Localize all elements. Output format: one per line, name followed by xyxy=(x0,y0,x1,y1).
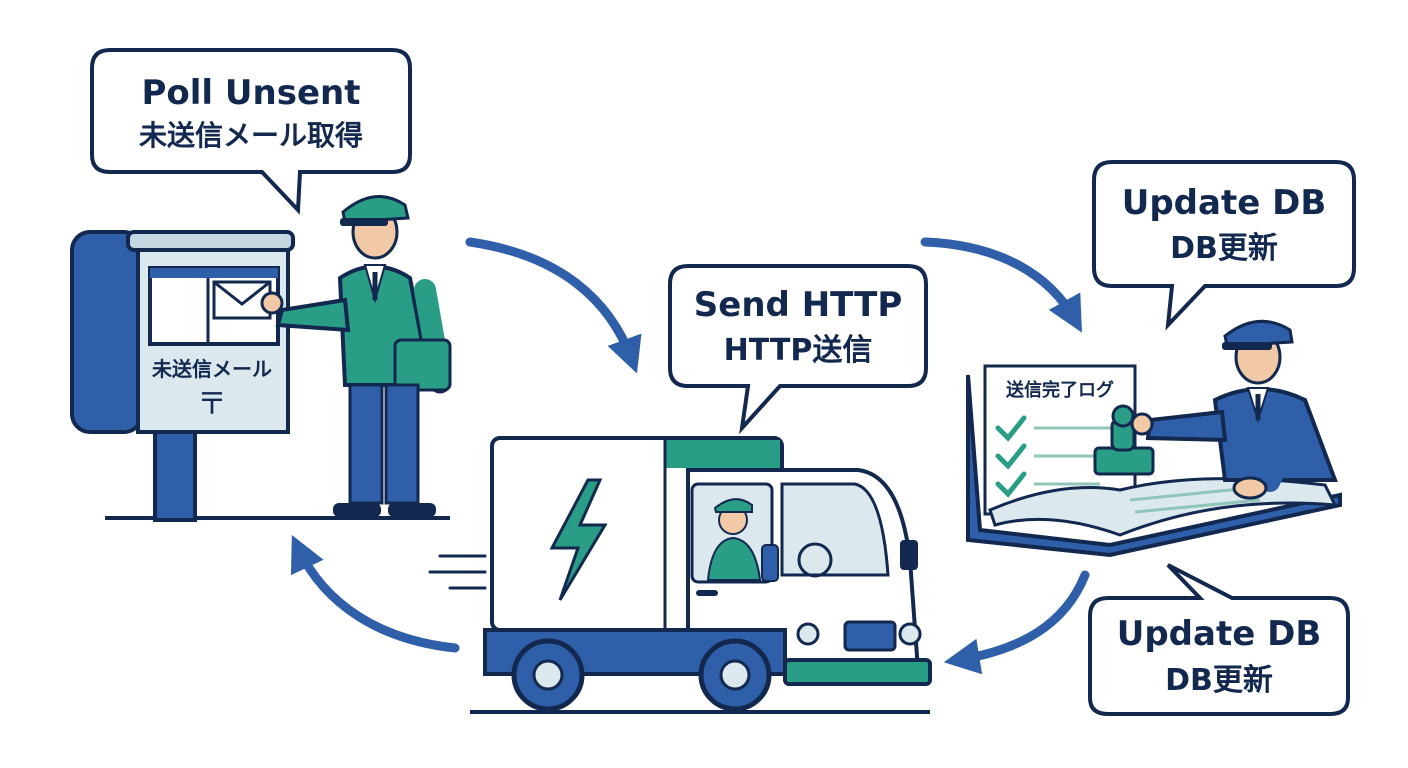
truck-wheel-front xyxy=(698,638,772,712)
arrow-poll-to-send xyxy=(465,237,642,374)
poll-subtitle: 未送信メール取得 xyxy=(139,119,363,152)
postman-poll xyxy=(260,195,452,517)
update-bottom-subtitle: DB更新 xyxy=(1165,663,1273,698)
arrow-update-to-truck xyxy=(943,570,1090,675)
postman-update xyxy=(1130,319,1338,500)
cycle-arrows xyxy=(290,237,1090,675)
send-subtitle: HTTP送信 xyxy=(724,333,873,368)
mailbox-post xyxy=(153,428,197,522)
arrow-send-to-update xyxy=(920,237,1083,333)
log-book: 送信完了ログ xyxy=(966,364,1342,558)
speech-bubble-poll: Poll Unsent 未送信メール取得 xyxy=(90,48,412,215)
speech-bubble-update-top: Update DB DB更新 xyxy=(1092,160,1356,331)
lightning-icon xyxy=(549,478,608,601)
mailbox-side xyxy=(70,230,144,434)
speech-bubble-send: Send HTTP HTTP送信 xyxy=(668,264,928,435)
poll-title: Poll Unsent xyxy=(142,73,361,113)
mailbox: 未送信メール 〒 xyxy=(70,230,450,522)
arrow-truck-to-poll xyxy=(290,534,460,653)
truck-wheel-rear xyxy=(511,638,585,712)
postal-mark-icon: 〒 xyxy=(197,387,227,422)
delivery-truck xyxy=(428,436,932,714)
log-title: 送信完了ログ xyxy=(1005,379,1114,401)
update-top-subtitle: DB更新 xyxy=(1170,231,1278,266)
mailbox-label: 未送信メール xyxy=(152,357,272,381)
update-bottom-title: Update DB xyxy=(1117,614,1322,654)
speech-bubble-update-bottom: Update DB DB更新 xyxy=(1088,563,1350,716)
update-top-title: Update DB xyxy=(1122,183,1327,223)
send-title: Send HTTP xyxy=(694,285,902,325)
stamp-icon xyxy=(1093,404,1155,476)
